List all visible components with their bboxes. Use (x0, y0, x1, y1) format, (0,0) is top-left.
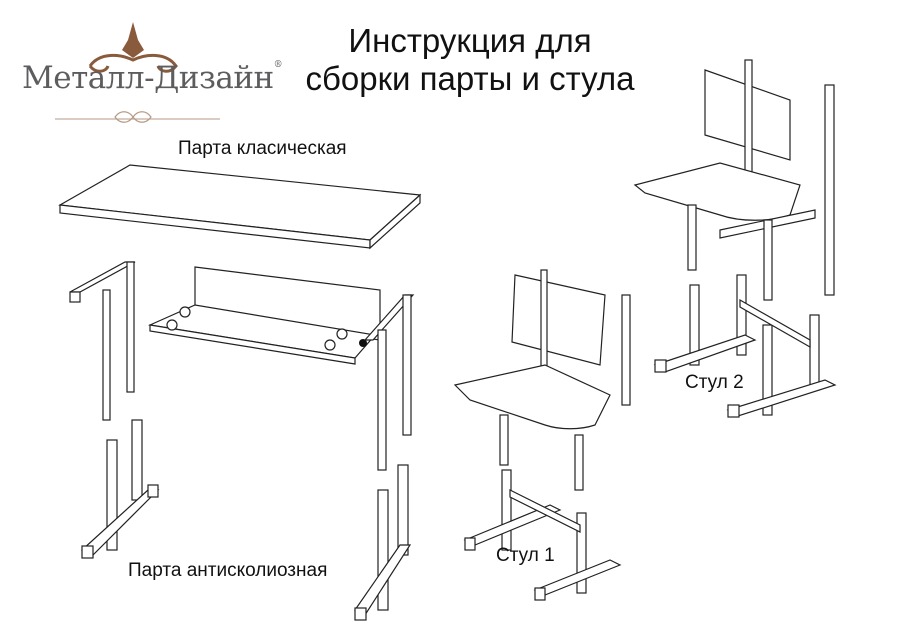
label-chair2: Стул 2 (685, 372, 744, 393)
desk-right-frame-drawing (354, 294, 415, 621)
logo (20, 14, 250, 124)
desk-left-frame-drawing (69, 261, 160, 559)
logo-brand-name: Металл-Дизайн (22, 60, 274, 96)
logo-brand-text: Металл-Дизайн® (22, 60, 283, 96)
title-line-1: Инструкция для (348, 22, 592, 59)
registered-mark: ® (273, 60, 283, 70)
label-chair1: Стул 1 (496, 545, 555, 566)
label-desk-classic: Парта класическая (178, 138, 347, 159)
title-line-2: сборки парты и стула (305, 60, 635, 97)
desk-tabletop-drawing (58, 164, 422, 250)
page-title: Инструкция для сборки парты и стула (280, 22, 660, 98)
chair2-drawing (633, 59, 837, 418)
desk-panel-drawing (147, 266, 381, 365)
chair1-drawing (453, 269, 631, 601)
label-desk-antiscoliosis: Парта антисколиозная (128, 560, 328, 581)
logo-ornament-icon (55, 22, 220, 123)
